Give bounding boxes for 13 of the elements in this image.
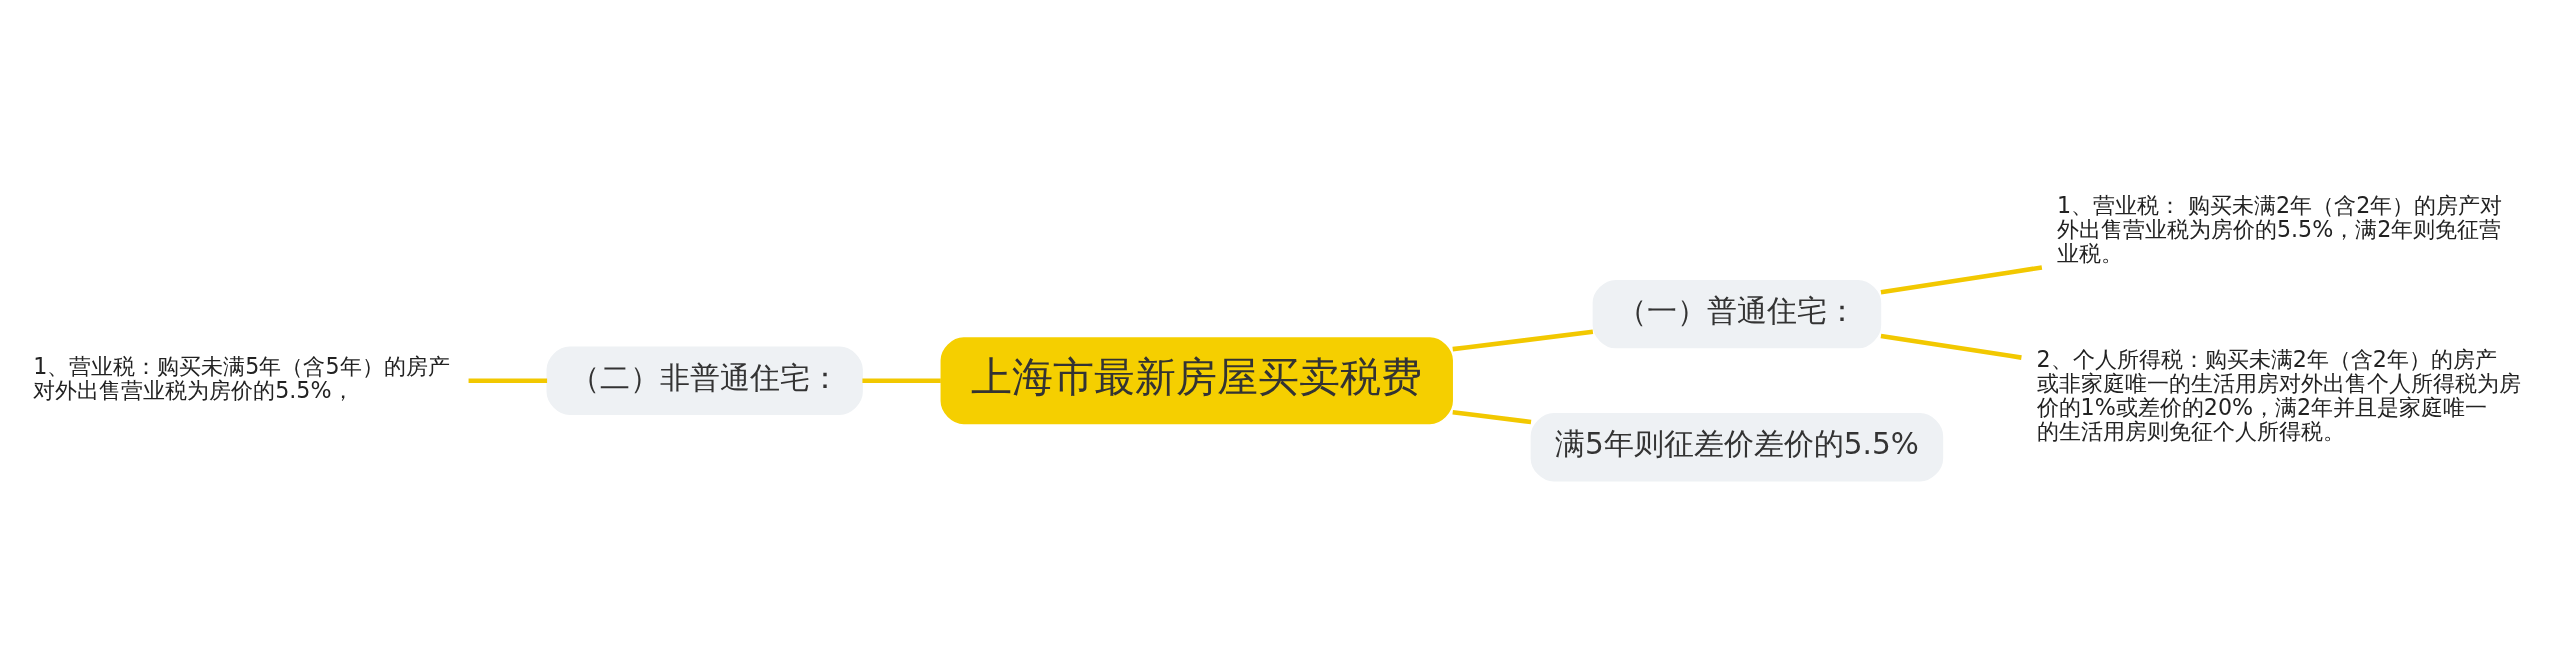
node-text: 1、营业税： 购买未满2年（含2年）的房产对外出售营业税为房价的5.5%，满2年则免征营业税。 — [2056, 191, 2503, 266]
node-text: 1、营业税：购买未满5年（含5年）的房产对外出售营业税为房价的5.5%， — [33, 352, 450, 403]
connector — [1880, 264, 2043, 295]
node-text: 2、个人所得税：购买未满2年（含2年）的房产或非家庭唯一的生活用房对外出售个人所得税为房价的1%或差价的20%，满2年并且是家庭唯一的生活用房则免征个人所得税。 — [2036, 345, 2521, 444]
connector — [1452, 409, 1532, 424]
node-box: 满5年则征差价差价的5.5% — [1530, 412, 1944, 482]
connector — [1452, 328, 1594, 351]
connector — [1880, 333, 2022, 360]
node-box: （一）普通住宅： — [1592, 279, 1882, 348]
node-box: 上海市最新房屋买卖税费 — [940, 336, 1453, 424]
node-box: （二）非普通住宅： — [546, 346, 863, 415]
connector — [468, 377, 548, 383]
connector — [862, 377, 941, 383]
